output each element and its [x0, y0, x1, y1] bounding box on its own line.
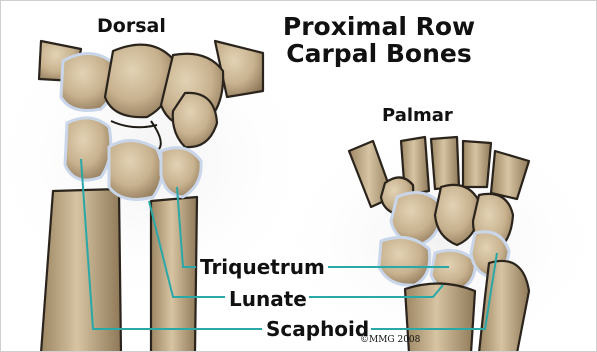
palmar-metacarpal: [463, 141, 491, 187]
dorsal-view-label: Dorsal: [97, 15, 166, 37]
scaphoid-label: Scaphoid: [264, 318, 371, 340]
dorsal-radius: [41, 189, 121, 352]
title-line-1: Proximal Row: [267, 13, 491, 40]
dorsal-lunate: [109, 140, 162, 199]
dorsal-scaphoid: [65, 118, 111, 180]
lunate-label: Lunate: [227, 288, 309, 310]
copyright-notice: ©MMG 2008: [360, 335, 420, 345]
palmar-view-label: Palmar: [382, 105, 453, 126]
triquetrum-label: Triquetrum: [198, 256, 327, 278]
title-line-2: Carpal Bones: [267, 40, 491, 67]
palmar-scaphoid: [379, 237, 430, 285]
palmar-metacarpal: [431, 137, 459, 189]
diagram-title: Proximal Row Carpal Bones: [267, 13, 491, 67]
